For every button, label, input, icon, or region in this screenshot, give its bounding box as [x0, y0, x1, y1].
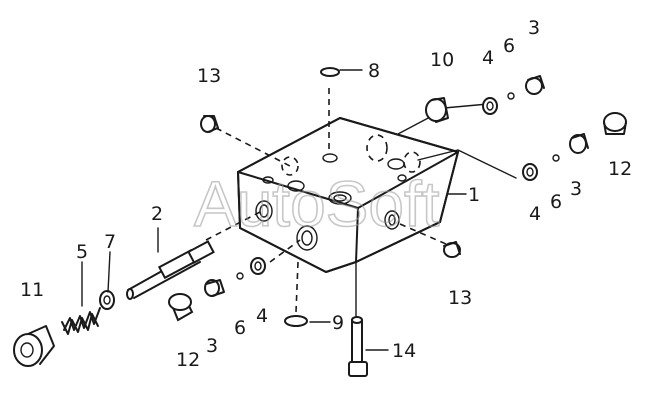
- callout-12-lower: 12: [176, 349, 200, 371]
- callout-8: 8: [368, 60, 380, 82]
- callout-9: 9: [332, 312, 344, 334]
- ball-top: [507, 92, 515, 100]
- callout-10: 10: [430, 49, 454, 71]
- bolt: [348, 316, 368, 377]
- plug-lower: [168, 293, 194, 322]
- spring: [61, 307, 101, 335]
- ball-lower: [236, 272, 244, 280]
- callout-4-lower: 4: [256, 305, 268, 327]
- callout-13-upper: 13: [197, 65, 221, 87]
- callout-3-right: 3: [570, 178, 582, 200]
- callout-labels: 1 2 3 3 3 4 4 4 5 6 6 6 7 8 9 10 11 12 1…: [20, 17, 632, 371]
- seat-right: [522, 163, 538, 181]
- callout-6-lower: 6: [234, 317, 246, 339]
- screw-lower: [443, 241, 461, 258]
- callout-12-right: 12: [608, 158, 632, 180]
- callout-1: 1: [468, 184, 480, 206]
- callout-7: 7: [104, 231, 116, 253]
- label-leaders: [81, 69, 467, 351]
- watermark: AutoSoft: [194, 168, 440, 240]
- spool: [126, 240, 215, 300]
- callout-11: 11: [20, 279, 44, 301]
- callout-4-right: 4: [529, 203, 541, 225]
- seat-lower: [250, 257, 266, 275]
- callout-2: 2: [151, 203, 163, 225]
- callout-5: 5: [76, 241, 88, 263]
- assembly-axes: [205, 88, 517, 321]
- callout-14: 14: [392, 340, 416, 362]
- callout-4-top: 4: [482, 47, 494, 69]
- callout-6-right: 6: [550, 191, 562, 213]
- callout-3-top: 3: [528, 17, 540, 39]
- o-ring-upper: [320, 67, 340, 77]
- seat-top: [482, 97, 498, 115]
- callout-6-top: 6: [503, 35, 515, 57]
- plug-small-top: [525, 75, 545, 95]
- washer: [99, 290, 115, 310]
- ball-right: [552, 154, 560, 162]
- plug-small-lower: [204, 279, 225, 297]
- screw-upper: [200, 115, 219, 133]
- end-plug: [13, 325, 55, 367]
- valve-body: [236, 116, 460, 274]
- plug-top: [425, 97, 449, 123]
- plug-small-right: [569, 133, 589, 154]
- callout-13-lower: 13: [448, 287, 472, 309]
- plug-right: [603, 112, 627, 135]
- callout-3-lower: 3: [206, 335, 218, 357]
- o-ring-lower: [284, 315, 308, 327]
